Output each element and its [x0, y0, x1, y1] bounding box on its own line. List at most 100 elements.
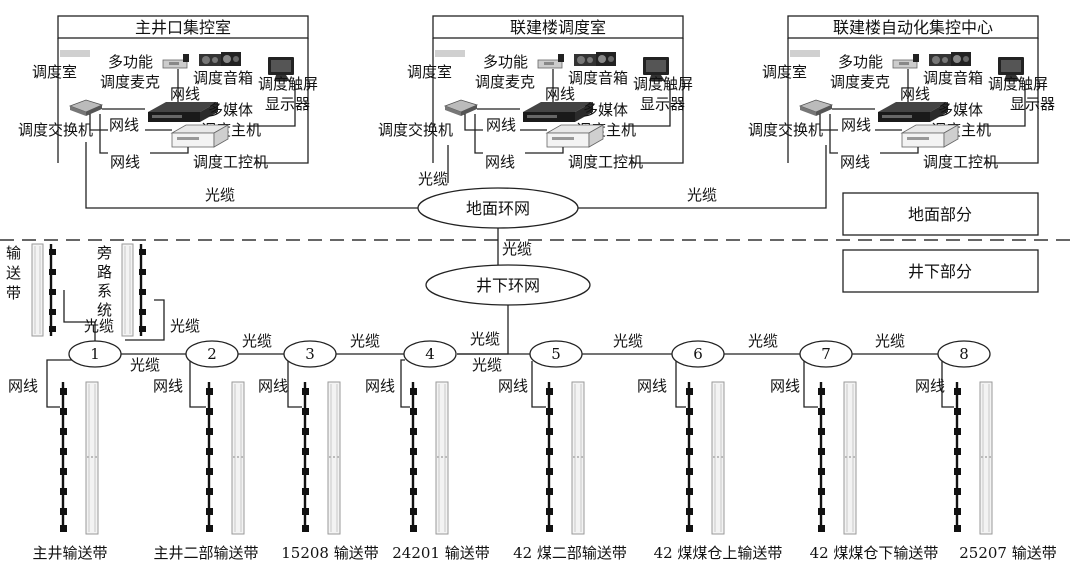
switch-label: 调度交换机 — [748, 121, 823, 139]
bypass-system-char-4: 统 — [97, 301, 112, 319]
mic-label-1: 多功能 — [108, 53, 153, 71]
conveyor-label-7: 42 煤煤仓下输送带 — [810, 544, 939, 562]
dispatch-room-label: 调度室 — [407, 63, 452, 81]
fiber-label: 光缆 — [130, 356, 160, 374]
fiber-label: 光缆 — [242, 332, 272, 350]
touch-label-1: 调度触屏 — [988, 75, 1048, 93]
dispatch-room-icon — [790, 50, 820, 57]
control-room-joint-building: 联建楼调度室 调度室 多功能 调度麦克 调度音箱 调度触屏 显示器 网线 多媒体… — [378, 15, 693, 171]
ipc-label: 调度工控机 — [923, 153, 998, 171]
multimedia-label-1: 多媒体 — [583, 101, 628, 119]
surface-ring-label: 地面环网 — [466, 199, 530, 218]
room-title-box — [787, 15, 1039, 39]
conveyor-drops: 网线 网线 网线 网线 网线 网线 网线 网线 — [8, 359, 954, 408]
touch-label-2: 显示器 — [640, 95, 685, 113]
fiber-label: 光缆 — [748, 332, 778, 350]
net-label: 网线 — [770, 377, 800, 395]
bypass-conveyor-icon — [30, 242, 58, 338]
bypass-system-char-1: 旁 — [97, 244, 112, 262]
speaker-label: 调度音箱 — [193, 69, 253, 87]
conveyor-icon — [684, 380, 726, 536]
net-label: 网线 — [153, 377, 183, 395]
node-8-label: 8 — [959, 345, 969, 363]
net-label-3: 网线 — [110, 153, 140, 171]
industrial-pc-icon — [171, 124, 229, 148]
multimedia-label-1: 多媒体 — [938, 101, 983, 119]
fiber-label: 光缆 — [502, 240, 532, 258]
conveyor-label-6: 42 煤煤仓上输送带 — [654, 544, 783, 562]
net-label-3: 网线 — [485, 153, 515, 171]
multimedia-label-1: 多媒体 — [208, 101, 253, 119]
conveyor-label-5: 42 煤二部输送带 — [513, 544, 627, 562]
room-title: 主井口集控室 — [135, 18, 231, 37]
bypass-belt-char-3: 带 — [6, 284, 21, 302]
control-room-main-shaft: 主井口集控室 调度室 多功能 调度麦克 调度音箱 调度触屏 显示器 网线 多媒体… — [18, 15, 318, 171]
conveyor-label-8: 25207 输送带 — [959, 544, 1057, 562]
ipc-label: 调度工控机 — [193, 153, 268, 171]
node-4-label: 4 — [425, 345, 435, 363]
microphone-icon — [537, 53, 565, 69]
node-4 — [403, 340, 457, 368]
fiber-label: 光缆 — [170, 317, 200, 335]
conveyor-icon — [816, 380, 858, 536]
conveyor-icons — [58, 380, 994, 536]
conveyor-label-3: 15208 输送带 — [281, 544, 379, 562]
switch-icon — [69, 99, 103, 117]
underground-ring-label: 井下环网 — [476, 276, 540, 295]
touch-label-1: 调度触屏 — [258, 75, 318, 93]
net-label: 网线 — [365, 377, 395, 395]
net-label-3: 网线 — [840, 153, 870, 171]
mic-label-2: 调度麦克 — [830, 73, 890, 91]
switch-icon — [799, 99, 833, 117]
conveyor-icon — [204, 380, 246, 536]
fiber-label: 光缆 — [875, 332, 905, 350]
mic-label-1: 多功能 — [483, 53, 528, 71]
room-title-box — [432, 15, 684, 39]
speaker-label: 调度音箱 — [568, 69, 628, 87]
net-label-2: 网线 — [109, 116, 139, 134]
fiber-label: 光缆 — [687, 186, 717, 204]
net-label-1: 网线 — [170, 85, 200, 103]
conveyor-label-4: 24201 输送带 — [392, 544, 490, 562]
room-title-box — [57, 15, 309, 39]
fiber-label: 光缆 — [205, 186, 235, 204]
ring-nodes: 1 2 3 4 5 6 7 8 — [68, 340, 991, 368]
node-5 — [529, 340, 583, 368]
conveyor-icon — [544, 380, 586, 536]
underground-part-label: 井下部分 — [908, 262, 972, 281]
conveyor-labels: 主井输送带 主井二部输送带 15208 输送带 24201 输送带 42 煤二部… — [32, 544, 1056, 562]
bypass-system-char-2: 路 — [97, 263, 112, 281]
mic-label-2: 调度麦克 — [475, 73, 535, 91]
bypass-belt-char-1: 输 — [6, 244, 21, 262]
room-title: 联建楼调度室 — [510, 18, 606, 37]
room-title: 联建楼自动化集控中心 — [833, 18, 993, 37]
net-label: 网线 — [915, 377, 945, 395]
switch-label: 调度交换机 — [18, 121, 93, 139]
touch-label-2: 显示器 — [1010, 95, 1055, 113]
surface-part-label: 地面部分 — [908, 205, 972, 224]
node-7-label: 7 — [821, 345, 831, 363]
conveyor-icon — [408, 380, 450, 536]
node-6 — [671, 340, 725, 368]
bypass-system-char-3: 系 — [97, 282, 112, 300]
bypass-conveyor-section: 输 送 带 旁 路 系 统 光缆 光缆 — [6, 242, 200, 344]
fiber-label: 光缆 — [470, 330, 500, 348]
node-links: 光缆 光缆 光缆 光缆 光缆 光缆 — [120, 332, 938, 374]
node-3-label: 3 — [305, 345, 315, 363]
surface-ring-network: 光缆 光缆 光缆 地面环网 — [85, 142, 827, 229]
net-label: 网线 — [8, 377, 38, 395]
microphone-icon — [162, 53, 190, 69]
microphone-icon — [892, 53, 920, 69]
dispatch-room-icon — [435, 50, 465, 57]
conveyor-label-1: 主井输送带 — [32, 544, 107, 562]
ipc-label: 调度工控机 — [568, 153, 643, 171]
mic-label-2: 调度麦克 — [100, 73, 160, 91]
fiber-label: 光缆 — [84, 317, 114, 335]
node-7 — [799, 340, 853, 368]
industrial-pc-icon — [546, 124, 604, 148]
speaker-icon — [199, 52, 241, 66]
conveyor-icon — [58, 380, 100, 536]
node-2-label: 2 — [207, 345, 217, 363]
net-label: 网线 — [637, 377, 667, 395]
